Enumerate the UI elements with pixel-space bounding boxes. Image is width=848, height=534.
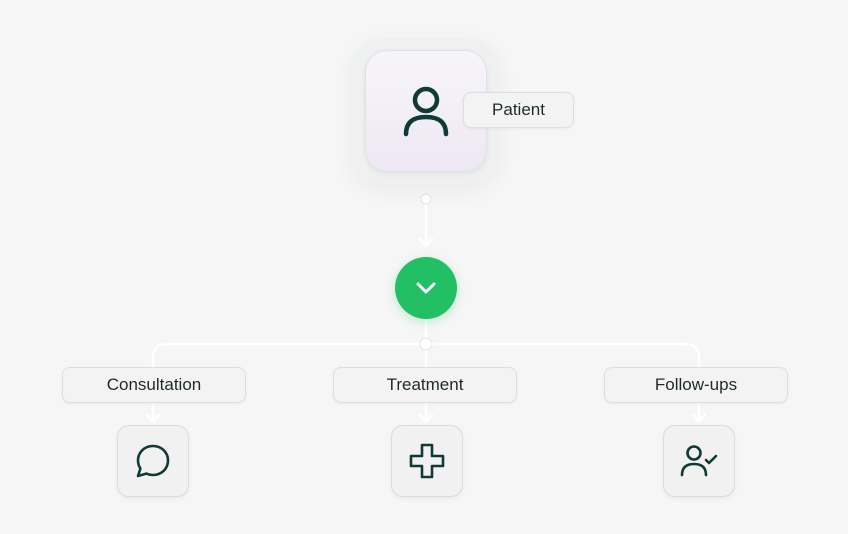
chat-bubble-icon	[136, 444, 170, 478]
treatment-label: Treatment	[333, 367, 517, 403]
expand-toggle-button[interactable]	[395, 257, 457, 319]
treatment-node[interactable]	[391, 425, 463, 497]
consultation-node[interactable]	[117, 425, 189, 497]
medical-cross-icon	[409, 443, 445, 479]
consultation-label: Consultation	[62, 367, 246, 403]
chevron-down-icon	[416, 282, 436, 294]
user-check-icon	[680, 445, 718, 477]
follow-ups-node[interactable]	[663, 425, 735, 497]
patient-card[interactable]	[365, 50, 487, 172]
follow-ups-label: Follow-ups	[604, 367, 788, 403]
user-icon	[403, 86, 449, 137]
patient-label: Patient	[463, 92, 574, 128]
